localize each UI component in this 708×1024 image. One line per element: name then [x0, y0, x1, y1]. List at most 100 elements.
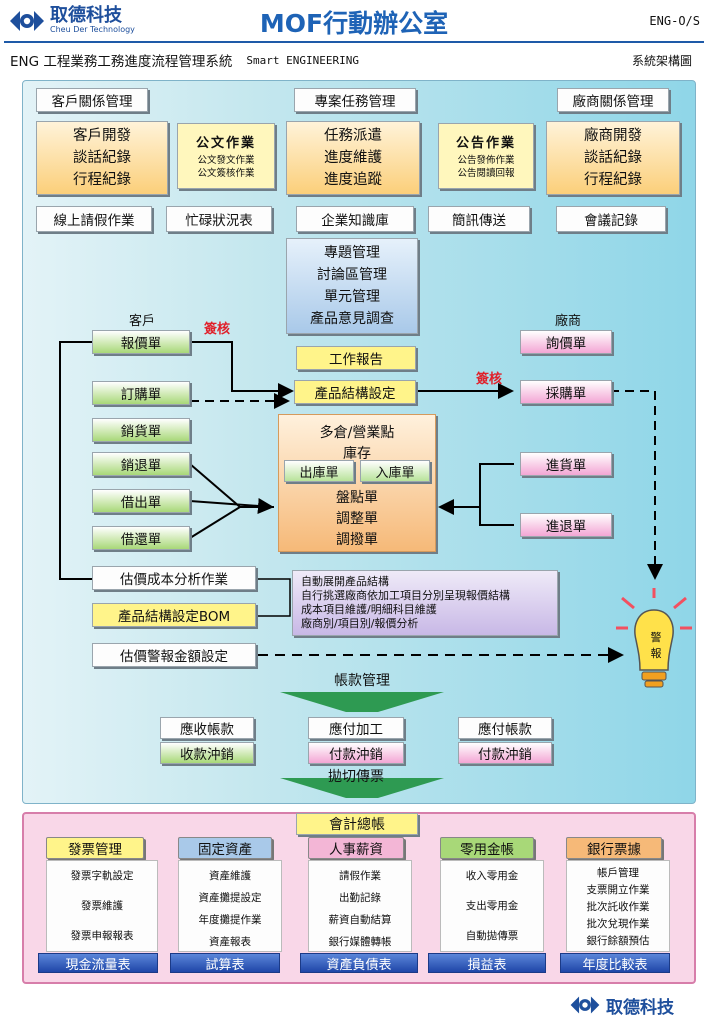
lend-return-form[interactable]: 借還單: [92, 526, 190, 550]
lend-out-form[interactable]: 借出單: [92, 489, 190, 513]
payment-offset-1[interactable]: 付款沖銷: [308, 742, 404, 764]
tool-knowledge-base[interactable]: 企業知識庫: [296, 206, 414, 232]
cost-analysis[interactable]: 估價成本分析作業: [92, 566, 256, 590]
payment-offset-2[interactable]: 付款沖銷: [458, 742, 552, 764]
customer-fn-2: 談話紀錄: [73, 150, 131, 166]
customer-label: 客戶: [128, 314, 155, 329]
module-customer-relations[interactable]: 客戶關係管理: [36, 88, 148, 112]
purchase-order[interactable]: 採購單: [520, 380, 612, 404]
inventory-box[interactable]: 多倉/營業點 庫存 盤點單 調整單 調撥單: [278, 414, 436, 552]
doc-work-line-2: 公文簽核作業: [197, 168, 255, 179]
hr-salary-body: 請假作業 出勤記錄 薪資自動結算 銀行媒體轉帳: [308, 860, 412, 952]
inquiry-form[interactable]: 詢價單: [520, 330, 612, 354]
brand-diamond-icon: [10, 11, 44, 31]
hr-item-3[interactable]: 薪資自動結算: [328, 914, 392, 926]
invoice-head[interactable]: 發票管理: [46, 837, 144, 859]
return-out-form[interactable]: 進退單: [520, 513, 612, 537]
asset-item-2[interactable]: 資產攤提設定: [198, 892, 262, 904]
order-form[interactable]: 訂購單: [92, 381, 190, 405]
vendor-label: 廠商: [554, 314, 581, 329]
tool-online-leave[interactable]: 線上請假作業: [36, 206, 152, 232]
customer-functions[interactable]: 客戶開發 談話紀錄 行程紀錄: [36, 121, 168, 195]
petty-item-2[interactable]: 支出零用金: [465, 900, 519, 912]
incoming-form[interactable]: 進貨單: [520, 452, 612, 476]
balance-sheet-report[interactable]: 資產負債表: [300, 953, 418, 973]
voucher-transfer: 拋切傳票: [328, 769, 384, 785]
invoice-item-2[interactable]: 發票維護: [81, 900, 123, 912]
petty-item-3[interactable]: 自動拋傳票: [465, 930, 519, 942]
customer-fn-3: 行程紀錄: [73, 172, 131, 188]
bank-notes-head[interactable]: 銀行票據: [566, 837, 662, 859]
tool-sms[interactable]: 簡訊傳送: [428, 206, 530, 232]
bom-setting[interactable]: 產品結構設定BOM: [92, 603, 256, 627]
bom-detail-1: 自動展開產品結構: [301, 575, 389, 588]
fixed-asset-body: 資產維護 資產攤提設定 年度攤提作業 資產報表: [178, 860, 282, 952]
hr-item-1[interactable]: 請假作業: [339, 870, 381, 882]
trial-balance-report[interactable]: 試算表: [170, 953, 280, 973]
doc-code: ENG-O/S: [649, 14, 700, 28]
doc-work-title: 公文作業: [195, 136, 256, 151]
customer-fn-1: 客戶開發: [73, 128, 131, 144]
tool-busy-status[interactable]: 忙碌狀況表: [166, 206, 272, 232]
invoice-body: 發票字軌設定 發票維護 發票申報報表: [46, 860, 158, 952]
petty-item-1[interactable]: 收入零用金: [465, 870, 519, 882]
quote-form[interactable]: 報價單: [92, 330, 190, 354]
income-statement-report[interactable]: 損益表: [428, 953, 546, 973]
module-vendor-relations[interactable]: 廠商關係管理: [557, 88, 669, 112]
task-fn-3: 進度追蹤: [324, 172, 382, 188]
subtitle-zh: ENG 工程業務工務進度流程管理系統: [10, 54, 233, 70]
vendor-functions[interactable]: 廠商開發 談話紀錄 行程紀錄: [546, 121, 680, 195]
collection-offset[interactable]: 收款沖銷: [160, 742, 254, 764]
bank-item-4[interactable]: 批次兌現作業: [586, 918, 650, 930]
sales-return-form[interactable]: 銷退單: [92, 452, 190, 476]
general-ledger-title[interactable]: 會計總帳: [296, 813, 418, 835]
notice-work[interactable]: 公告作業 公告發佈作業 公告閱讀回報: [438, 123, 534, 189]
asset-item-1[interactable]: 資產維護: [209, 870, 251, 882]
topic-management[interactable]: 專題管理 討論區管理 單元管理 產品意見調查: [286, 238, 418, 334]
asset-item-4[interactable]: 資產報表: [209, 936, 251, 948]
bank-item-5[interactable]: 銀行餘額預估: [586, 935, 650, 947]
accounts-payable[interactable]: 應付帳款: [458, 717, 552, 739]
inventory-line-2: 庫存: [343, 446, 371, 462]
vendor-fn-2: 談話紀錄: [584, 150, 642, 166]
vendor-fn-3: 行程紀錄: [584, 172, 642, 188]
bank-item-1[interactable]: 帳戶管理: [597, 867, 639, 879]
task-fn-1: 任務派遣: [324, 128, 382, 144]
module-project-tasks[interactable]: 專案任務管理: [294, 88, 416, 112]
alarm-bulb-icon: [616, 588, 692, 688]
stock-in-form[interactable]: 入庫單: [360, 460, 430, 482]
notice-work-line-1: 公告發佈作業: [457, 155, 515, 166]
alert-amount-setting[interactable]: 估價警報金額設定: [92, 643, 256, 667]
bank-item-3[interactable]: 批次託收作業: [586, 901, 650, 913]
cash-flow-report[interactable]: 現金流量表: [38, 953, 158, 973]
doc-work[interactable]: 公文作業 公文發文作業 公文簽核作業: [177, 123, 275, 189]
hr-item-4[interactable]: 銀行媒體轉帳: [328, 936, 392, 948]
topic-item-1: 專題管理: [324, 245, 380, 261]
tool-meeting-minutes[interactable]: 會議記錄: [556, 206, 666, 232]
sign-label-2: 簽核: [475, 372, 502, 387]
task-functions[interactable]: 任務派遣 進度維護 進度追蹤: [286, 121, 420, 195]
petty-cash-head[interactable]: 零用金帳: [440, 837, 534, 859]
hr-item-2[interactable]: 出勤記錄: [339, 892, 381, 904]
footer-company-name: 取德科技: [606, 997, 674, 1018]
annual-comparison-report[interactable]: 年度比較表: [560, 953, 670, 973]
hr-salary-head[interactable]: 人事薪資: [308, 837, 404, 859]
invoice-item-3[interactable]: 發票申報報表: [70, 930, 134, 942]
inventory-line-3: 盤點單: [336, 490, 378, 506]
bank-item-2[interactable]: 支票開立作業: [586, 884, 650, 896]
accounts-title: 帳款管理: [334, 673, 390, 689]
sales-form[interactable]: 銷貨單: [92, 418, 190, 442]
page-title: MOF行動辦公室: [259, 9, 449, 38]
asset-item-3[interactable]: 年度攤提作業: [198, 914, 262, 926]
payable-processing[interactable]: 應付加工: [308, 717, 404, 739]
invoice-item-1[interactable]: 發票字軌設定: [70, 870, 134, 882]
accounts-receivable[interactable]: 應收帳款: [160, 717, 254, 739]
company-name: 取德科技: [50, 5, 122, 26]
topic-item-2: 討論區管理: [317, 267, 387, 283]
inventory-line-1: 多倉/營業點: [319, 425, 395, 441]
product-structure-setting[interactable]: 產品結構設定: [294, 380, 416, 404]
work-report[interactable]: 工作報告: [296, 346, 416, 370]
stock-out-form[interactable]: 出庫單: [284, 460, 354, 482]
company-name-en: Cheu Der Technology: [50, 25, 135, 34]
fixed-asset-head[interactable]: 固定資產: [178, 837, 272, 859]
